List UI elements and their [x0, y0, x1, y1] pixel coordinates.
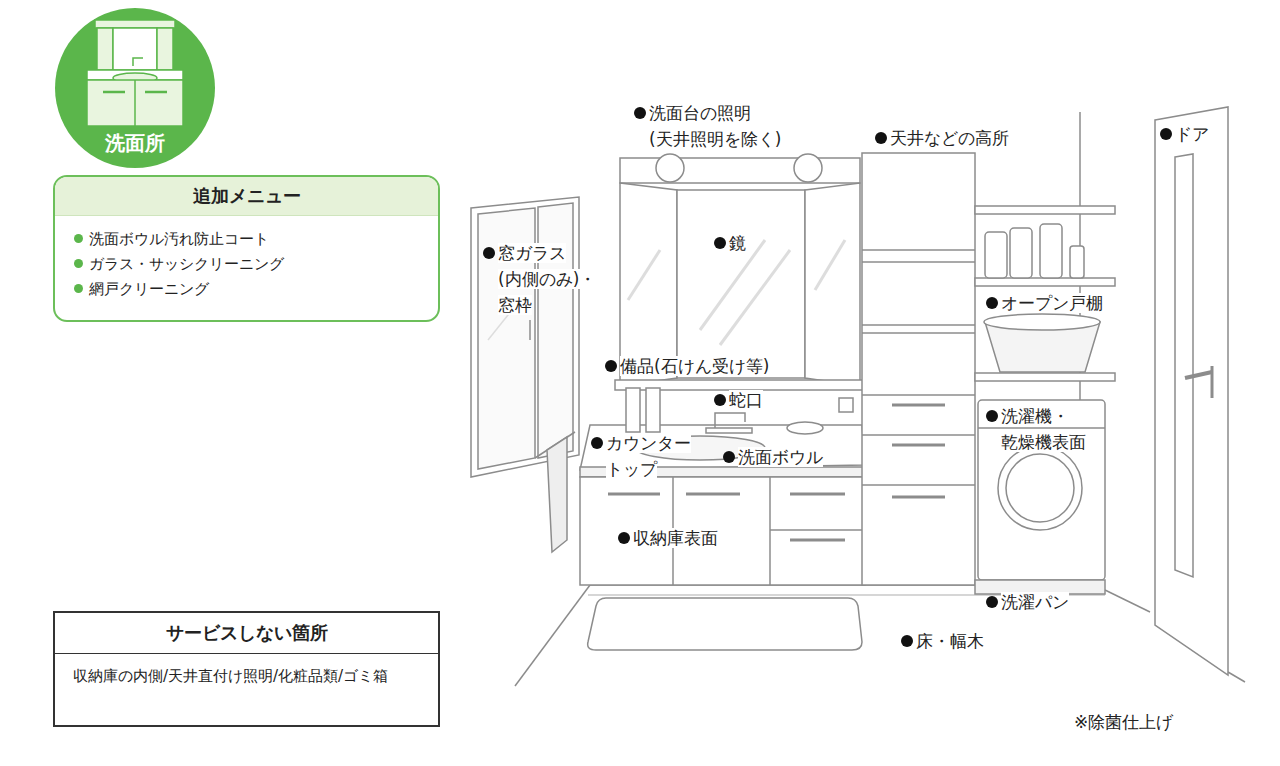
callout-text: カウンター トップ — [606, 433, 691, 479]
washing-machine — [975, 400, 1105, 594]
callout-dot — [1160, 128, 1172, 140]
mirror-cabinet — [615, 158, 865, 412]
callout-text: 洗面台の照明 (天井照明を除く) — [649, 103, 781, 149]
callout-text: 収納庫表面 — [633, 528, 718, 548]
menu-item-text: 網戸クリーニング — [89, 280, 209, 298]
callout-text: 鏡 — [729, 233, 746, 253]
callout-text: 備品(石けん受け等) — [620, 356, 769, 376]
callout-dot — [591, 437, 603, 449]
window — [471, 197, 579, 477]
vanity-lights — [656, 154, 822, 182]
lower-cabinet — [580, 477, 865, 585]
callout-text: オープン戸棚 — [1001, 293, 1103, 313]
callout-dot — [618, 532, 630, 544]
exclusion-body: 収納庫の内側/天井直付け照明/化粧品類/ゴミ箱 — [55, 654, 438, 701]
menu-item: ガラス・サッシクリーニング — [55, 251, 438, 276]
callout-dot — [986, 596, 998, 608]
callout-dot — [605, 360, 617, 372]
callout-label: 天井などの高所 — [875, 125, 1009, 151]
callout-dot — [714, 394, 726, 406]
callout-label: 洗濯パン — [986, 589, 1069, 615]
menu-item-text: 洗面ボウル汚れ防止コート — [89, 230, 269, 248]
note-label: ※除菌仕上げ — [1074, 709, 1173, 735]
callout-text: ※除菌仕上げ — [1074, 712, 1173, 732]
bullet-dot — [74, 284, 83, 293]
exclusion-heading: サービスしない箇所 — [55, 613, 438, 654]
menu-spacer — [55, 216, 438, 226]
callout-text: ドア — [1175, 124, 1209, 144]
callout-text: 洗濯パン — [1001, 592, 1069, 612]
bullet-dot — [74, 234, 83, 243]
menu-item: 洗面ボウル汚れ防止コート — [55, 226, 438, 251]
menu-heading: 追加メニュー — [55, 177, 438, 216]
callout-dot — [483, 247, 495, 259]
towel — [535, 432, 575, 552]
callout-label: 蛇口 — [714, 387, 763, 413]
door — [1155, 107, 1228, 675]
menu-item-text: ガラス・サッシクリーニング — [89, 255, 284, 273]
callout-text: 天井などの高所 — [890, 128, 1009, 148]
callout-label: カウンター トップ — [591, 430, 701, 482]
callout-label: 洗面ボウル — [723, 444, 823, 470]
callout-label: 床・幅木 — [901, 628, 984, 654]
callout-text: 窓ガラス (内側のみ)・ 窓枠 — [498, 243, 596, 315]
callout-dot — [986, 410, 998, 422]
room-walls — [515, 112, 1245, 686]
menu-item: 網戸クリーニング — [55, 276, 438, 301]
callout-label: ドア — [1160, 121, 1209, 147]
callout-dot — [634, 107, 646, 119]
callout-label: 鏡 — [714, 230, 746, 256]
callout-label: 備品(石けん受け等) — [605, 353, 769, 379]
callout-label: 洗濯機・ 乾燥機表面 — [986, 403, 1101, 455]
callout-dot — [723, 451, 735, 463]
bullet-dot — [74, 259, 83, 268]
callout-text: 洗面ボウル — [738, 447, 823, 467]
icon-title: 洗面所 — [55, 130, 215, 157]
callout-text: 洗濯機・ 乾燥機表面 — [1001, 406, 1086, 452]
bath-mat — [588, 598, 862, 650]
callout-dot — [901, 635, 913, 647]
callout-text: 床・幅木 — [916, 631, 984, 651]
callout-dot — [875, 132, 887, 144]
menu-box: 追加メニュー洗面ボウル汚れ防止コートガラス・サッシクリーニング網戸クリーニング — [53, 175, 440, 322]
open-shelves — [975, 206, 1115, 381]
callout-dot — [714, 237, 726, 249]
callout-label: オープン戸棚 — [986, 290, 1103, 316]
callout-text: 蛇口 — [729, 390, 763, 410]
callout-label: 窓ガラス (内側のみ)・ 窓枠 — [483, 240, 618, 318]
callout-label: 収納庫表面 — [618, 525, 718, 551]
callout-label: 洗面台の照明 (天井照明を除く) — [634, 100, 814, 152]
tall-cabinet — [862, 153, 975, 585]
section-icon-circle: 洗面所 — [55, 8, 215, 168]
exclusion-box: サービスしない箇所収納庫の内側/天井直付け照明/化粧品類/ゴミ箱 — [53, 611, 440, 727]
callout-dot — [986, 297, 998, 309]
